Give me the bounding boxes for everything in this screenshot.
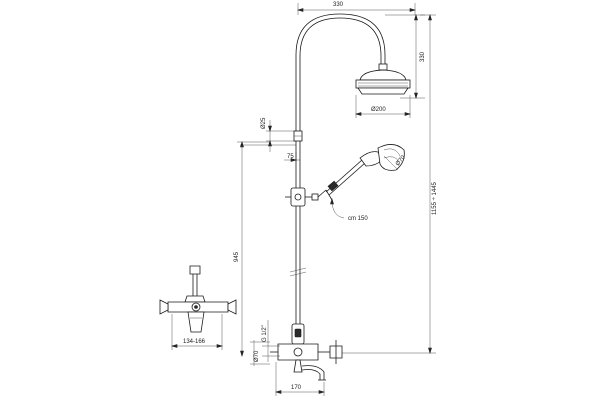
centers-label: 134-166 — [183, 339, 206, 345]
hand-shower — [325, 144, 405, 196]
inlet-thread-label: G 1/2" — [262, 325, 268, 342]
hose-length-label: cm 150 — [348, 216, 368, 222]
total-height-dimension: 1155 ÷ 1445 — [330, 13, 438, 355]
front-view-mixer — [159, 265, 237, 333]
arm-height-dimension: 330 — [385, 13, 426, 100]
pipe-connector — [293, 130, 303, 142]
arm-reach-dimension: 330 — [296, 2, 417, 15]
gooseneck-arm — [295, 13, 386, 132]
head-diameter-dimension: Ø200 — [354, 95, 412, 118]
pipe-diameter-label: Ø25 — [261, 117, 267, 129]
slider-height-label: 945 — [234, 251, 240, 262]
centers-dimension: 134-166 — [170, 314, 224, 350]
slider-holder — [285, 187, 333, 207]
riser-pipe — [289, 141, 307, 330]
spout-reach-dimension: 170 — [274, 362, 326, 396]
inlet-diameter-dimension: Ø70 — [250, 340, 270, 366]
total-height-label: 1155 ÷ 1445 — [432, 181, 438, 215]
spout-reach-label: 170 — [291, 385, 302, 391]
arm-height-label: 330 — [420, 51, 426, 62]
inlet-diameter-label: Ø70 — [254, 350, 260, 362]
pipe-diameter-dimension: Ø25 — [261, 117, 296, 152]
slider-height-dimension: 945 — [234, 140, 270, 358]
head-diameter-label: Ø200 — [371, 107, 386, 113]
shower-head — [355, 63, 411, 95]
arm-reach-label: 330 — [333, 2, 344, 8]
offset-75-label: 75 — [287, 154, 294, 160]
inlet-thread-dimension: G 1/2" — [262, 320, 280, 362]
hose-length-callout: cm 150 — [330, 197, 368, 222]
bath-mixer — [270, 323, 343, 381]
